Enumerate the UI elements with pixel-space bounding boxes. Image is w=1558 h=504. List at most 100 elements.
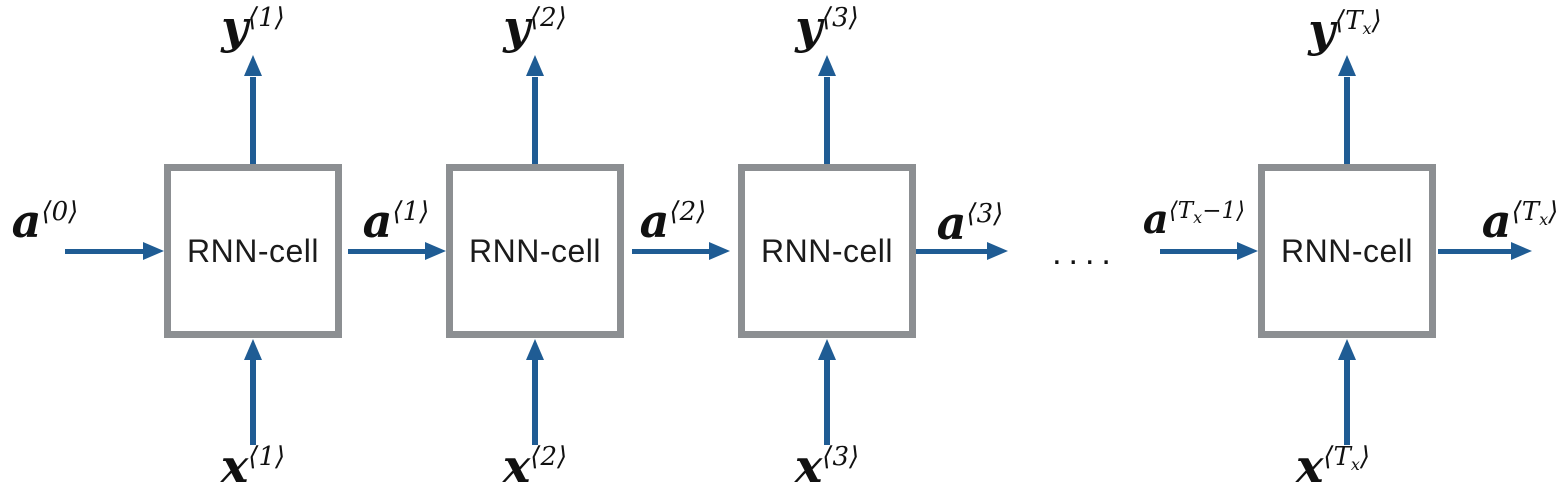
arrow-shaft: [65, 249, 143, 254]
a-label-tx-minus-1: a⟨Tx−1⟩: [1134, 198, 1254, 242]
arrow-shaft: [916, 249, 987, 254]
math-sup-text: ⟨T: [1323, 442, 1351, 472]
math-sup-text: ⟨3⟩: [821, 3, 859, 33]
math-subscript: x: [1350, 455, 1360, 474]
math-superscript: ⟨2⟩: [530, 3, 567, 33]
x-label-2: x⟨2⟩: [480, 441, 590, 492]
math-superscript: ⟨2⟩: [530, 442, 567, 472]
math-superscript: ⟨3⟩: [822, 442, 859, 472]
math-superscript: ⟨Tx⟩: [1511, 197, 1558, 229]
a-label-tx: a⟨Tx⟩: [1465, 196, 1558, 247]
math-superscript: ⟨2⟩: [669, 197, 706, 227]
math-sup-text: ⟩: [1359, 442, 1371, 472]
math-superscript: ⟨1⟩: [392, 197, 429, 227]
math-sup-text: ⟨3⟩: [822, 442, 860, 472]
arrow-right-head: [1511, 242, 1532, 260]
math-base: y: [1308, 3, 1336, 57]
y-label-3: y⟨3⟩: [772, 2, 882, 53]
y-label-1: y⟨1⟩: [198, 2, 308, 53]
math-base: x: [1295, 439, 1324, 493]
rnn-cell-box-4: RNN-cell: [1258, 164, 1436, 338]
math-base: a: [639, 194, 670, 248]
arrow-up-head: [244, 55, 262, 76]
math-base: a: [1481, 194, 1512, 248]
math-superscript: ⟨3⟩: [966, 199, 1003, 229]
math-sup-text: ⟩: [1371, 6, 1382, 36]
arrow-right-head: [987, 242, 1008, 260]
math-sup-text: ⟨T: [1511, 197, 1540, 227]
arrow-right-head: [143, 242, 164, 260]
math-base: x: [794, 439, 823, 493]
math-sup-text: ⟨0⟩: [41, 197, 79, 227]
arrow-up-head: [818, 339, 836, 360]
math-superscript: ⟨1⟩: [248, 442, 285, 472]
math-subscript: x: [1539, 210, 1549, 229]
math-sup-text: ⟨1⟩: [248, 442, 286, 472]
math-superscript: ⟨0⟩: [41, 197, 78, 227]
math-base: a: [362, 194, 393, 248]
arrow-shaft: [1160, 249, 1237, 254]
math-base: y: [503, 0, 530, 54]
math-base: a: [1142, 196, 1169, 243]
math-base: y: [221, 0, 248, 54]
math-sup-text: ⟨2⟩: [530, 442, 568, 472]
arrow-up-head: [526, 339, 544, 360]
math-sup-text: ⟨2⟩: [669, 197, 707, 227]
arrow-shaft: [1344, 77, 1350, 164]
rnn-cell-label: RNN-cell: [1281, 232, 1413, 269]
arrow-shaft: [532, 77, 538, 164]
arrow-shaft: [250, 360, 256, 445]
math-superscript: ⟨Tx−1⟩: [1168, 198, 1246, 227]
arrow-up-head: [1338, 55, 1356, 76]
math-superscript: ⟨Tx⟩: [1323, 442, 1371, 474]
arrow-right-head: [425, 242, 446, 260]
y-label-tx: y⟨Tx⟩: [1290, 5, 1400, 56]
math-base: y: [795, 0, 822, 54]
math-base: a: [936, 196, 967, 250]
math-sup-text: ⟨3⟩: [966, 199, 1004, 229]
arrow-right-head: [709, 242, 730, 260]
arrow-shaft: [532, 360, 538, 445]
math-sup-text: ⟨T: [1168, 198, 1194, 224]
ellipsis-dots: ....: [1052, 234, 1118, 272]
y-label-2: y⟨2⟩: [480, 2, 590, 53]
arrow-up-head: [526, 55, 544, 76]
math-base: x: [502, 439, 531, 493]
math-base: x: [220, 439, 249, 493]
rnn-cell-label: RNN-cell: [187, 232, 319, 269]
arrow-shaft: [824, 360, 830, 445]
math-base: a: [11, 194, 42, 248]
a-label-0: a⟨0⟩: [0, 196, 90, 247]
rnn-cell-box-3: RNN-cell: [738, 164, 916, 338]
math-sup-text: ⟨1⟩: [247, 3, 285, 33]
math-superscript: ⟨Tx⟩: [1335, 6, 1382, 38]
arrow-shaft: [632, 249, 709, 254]
arrow-shaft: [348, 249, 425, 254]
rnn-cell-label: RNN-cell: [469, 232, 601, 269]
a-label-2: a⟨2⟩: [618, 196, 728, 247]
x-label-3: x⟨3⟩: [772, 441, 882, 492]
math-superscript: ⟨1⟩: [248, 3, 285, 33]
math-superscript: ⟨3⟩: [822, 3, 859, 33]
arrow-shaft: [824, 77, 830, 164]
arrow-right-head: [1237, 242, 1258, 260]
math-subscript: x: [1193, 208, 1203, 227]
arrow-up-head: [1338, 339, 1356, 360]
arrow-up-head: [244, 339, 262, 360]
rnn-cell-label: RNN-cell: [761, 232, 893, 269]
math-sup-text: −1⟩: [1202, 198, 1246, 224]
arrow-shaft: [250, 77, 256, 164]
math-sup-text: ⟩: [1548, 197, 1558, 227]
math-sup-text: ⟨2⟩: [529, 3, 567, 33]
a-label-3: a⟨3⟩: [915, 198, 1025, 249]
arrow-shaft: [1344, 360, 1350, 445]
math-sup-text: ⟨T: [1335, 6, 1363, 36]
rnn-cell-box-1: RNN-cell: [164, 164, 342, 338]
x-label-tx: x⟨Tx⟩: [1278, 441, 1388, 492]
arrow-up-head: [818, 55, 836, 76]
rnn-cell-box-2: RNN-cell: [446, 164, 624, 338]
math-sup-text: ⟨1⟩: [392, 197, 430, 227]
a-label-1: a⟨1⟩: [341, 196, 451, 247]
math-subscript: x: [1362, 19, 1372, 38]
